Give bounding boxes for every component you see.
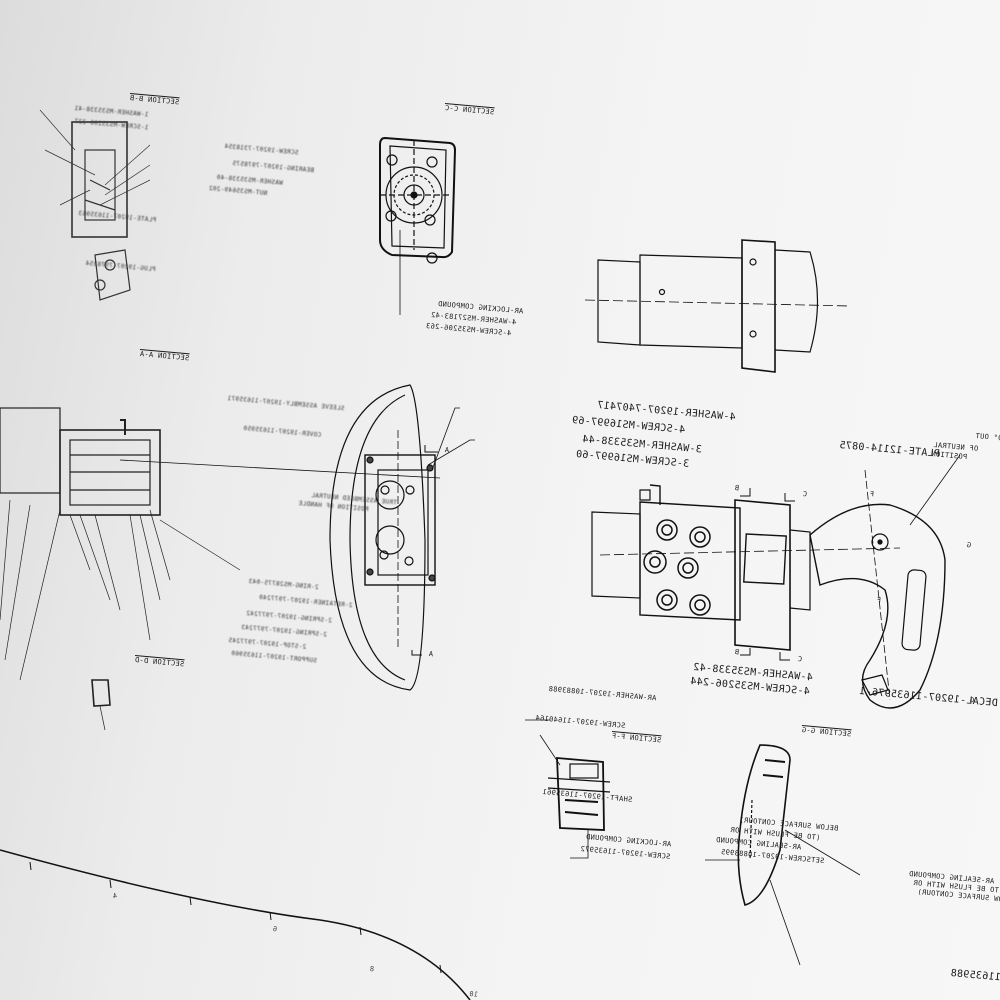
scale-number: 6 xyxy=(272,925,278,934)
section-markers xyxy=(411,445,795,661)
marker-g-bottom: G xyxy=(969,696,975,705)
valve-body-view xyxy=(591,484,901,651)
marker-c-bottom: C xyxy=(797,655,803,664)
section-f-f-view xyxy=(525,719,611,859)
marker-b-bottom: B xyxy=(734,648,740,657)
scale-ticks xyxy=(29,861,442,974)
marker-g-top: G xyxy=(966,541,972,550)
section-a-a-view xyxy=(0,407,241,681)
marker-f-top: F xyxy=(869,490,875,499)
handle-side-view xyxy=(809,454,961,709)
section-c-c-view xyxy=(379,136,457,315)
scale-number: 8 xyxy=(369,965,375,974)
scale-number: 10 xyxy=(468,990,479,999)
marker-b-top: B xyxy=(734,484,740,493)
marker-c-top: C xyxy=(802,490,808,499)
marker-a-top: A xyxy=(444,446,450,455)
scale-number: 4 xyxy=(112,892,118,901)
drawing-border-line xyxy=(0,849,471,1000)
marker-f-bottom: F xyxy=(876,596,882,605)
section-b-b-view xyxy=(39,109,151,301)
section-d-d-view xyxy=(91,679,111,731)
section-g-g-view xyxy=(705,744,861,966)
marker-a-bottom: A xyxy=(428,650,434,659)
side-view-top-right xyxy=(584,239,851,373)
handle-front-view xyxy=(119,384,475,691)
